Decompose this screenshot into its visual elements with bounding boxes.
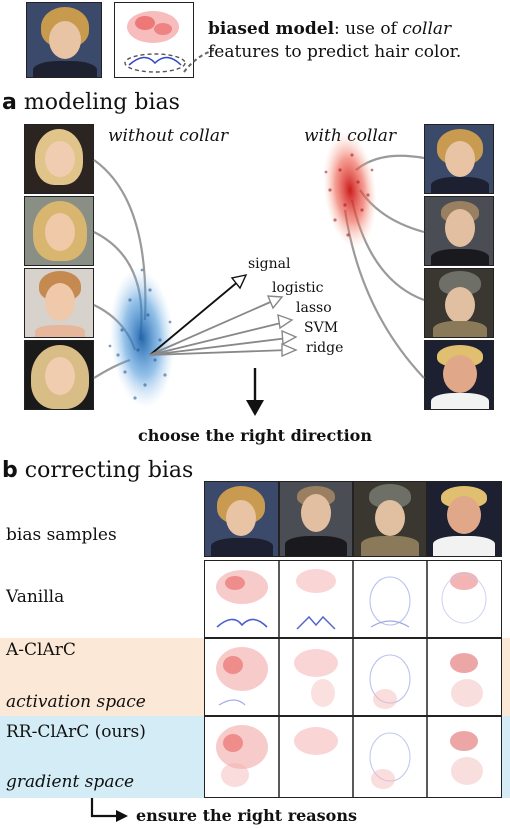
- without-collar-photo-2: [24, 196, 94, 266]
- aclarc-heatmaps-svg: [216, 639, 483, 715]
- direction-label-svm: SVM: [304, 320, 339, 336]
- corner-arrow-icon: [90, 798, 128, 822]
- direction-arrows: [149, 274, 298, 358]
- section-a-letter: a: [2, 90, 17, 115]
- blue-cloud: [109, 268, 175, 408]
- direction-label-signal: signal: [248, 256, 291, 272]
- rrclarc-heatmap-strip: [204, 716, 502, 798]
- header-sample-photo: [26, 2, 102, 78]
- vanilla-heatmap-strip: [204, 560, 502, 638]
- bias-diagram-svg: [93, 132, 425, 416]
- bias-samples-strip: [204, 481, 502, 557]
- section-a-title: modeling bias: [23, 90, 180, 115]
- section-b-title: correcting bias: [24, 458, 194, 483]
- section-b-caption: ensure the right reasons: [136, 806, 357, 825]
- header-heatmap-svg: [124, 11, 186, 73]
- rrclarc-heatmaps-svg: [216, 717, 483, 797]
- aclarc-heatmap-strip: [204, 638, 502, 716]
- header-note-italic: collar: [402, 19, 452, 39]
- row-label-rrclarc: RR-ClArC (ours): [6, 722, 146, 742]
- section-b-letter: b: [2, 458, 18, 483]
- header-note-bold: biased model: [208, 19, 335, 39]
- without-collar-photo-3: [24, 268, 94, 338]
- header-note: biased model: use of collar features to …: [208, 19, 462, 62]
- section-b-heading: b correcting bias: [2, 458, 193, 483]
- without-collar-photo-4: [24, 340, 94, 410]
- direction-label-ridge: ridge: [306, 340, 344, 356]
- collar-highlight-ellipse: [124, 53, 186, 73]
- row-sub-aclarc: activation space: [6, 692, 146, 712]
- with-collar-photo-1: [424, 124, 494, 194]
- blue-cloud-points: [108, 268, 172, 400]
- direction-label-lasso: lasso: [296, 300, 332, 316]
- row-label-vanilla: Vanilla: [6, 587, 65, 607]
- without-collar-label: without collar: [108, 126, 229, 146]
- section-a-heading: a modeling bias: [2, 90, 180, 115]
- row-label-aclarc: A-ClArC: [6, 640, 76, 660]
- header-dashed-connector: [183, 49, 215, 73]
- with-collar-photo-2: [424, 196, 494, 266]
- red-cloud-points: [324, 153, 374, 237]
- down-arrow: [246, 368, 264, 416]
- vanilla-heatmaps-svg: [216, 561, 487, 637]
- with-collar-photo-3: [424, 268, 494, 338]
- section-a-caption: choose the right direction: [138, 426, 372, 445]
- red-cloud: [323, 132, 377, 248]
- row-sub-rrclarc: gradient space: [6, 772, 135, 792]
- without-collar-photo-1: [24, 124, 94, 194]
- direction-label-logistic: logistic: [272, 280, 324, 296]
- row-label-bias-samples: bias samples: [6, 525, 117, 545]
- header-heatmap: [114, 2, 194, 78]
- with-collar-photo-4: [424, 340, 494, 410]
